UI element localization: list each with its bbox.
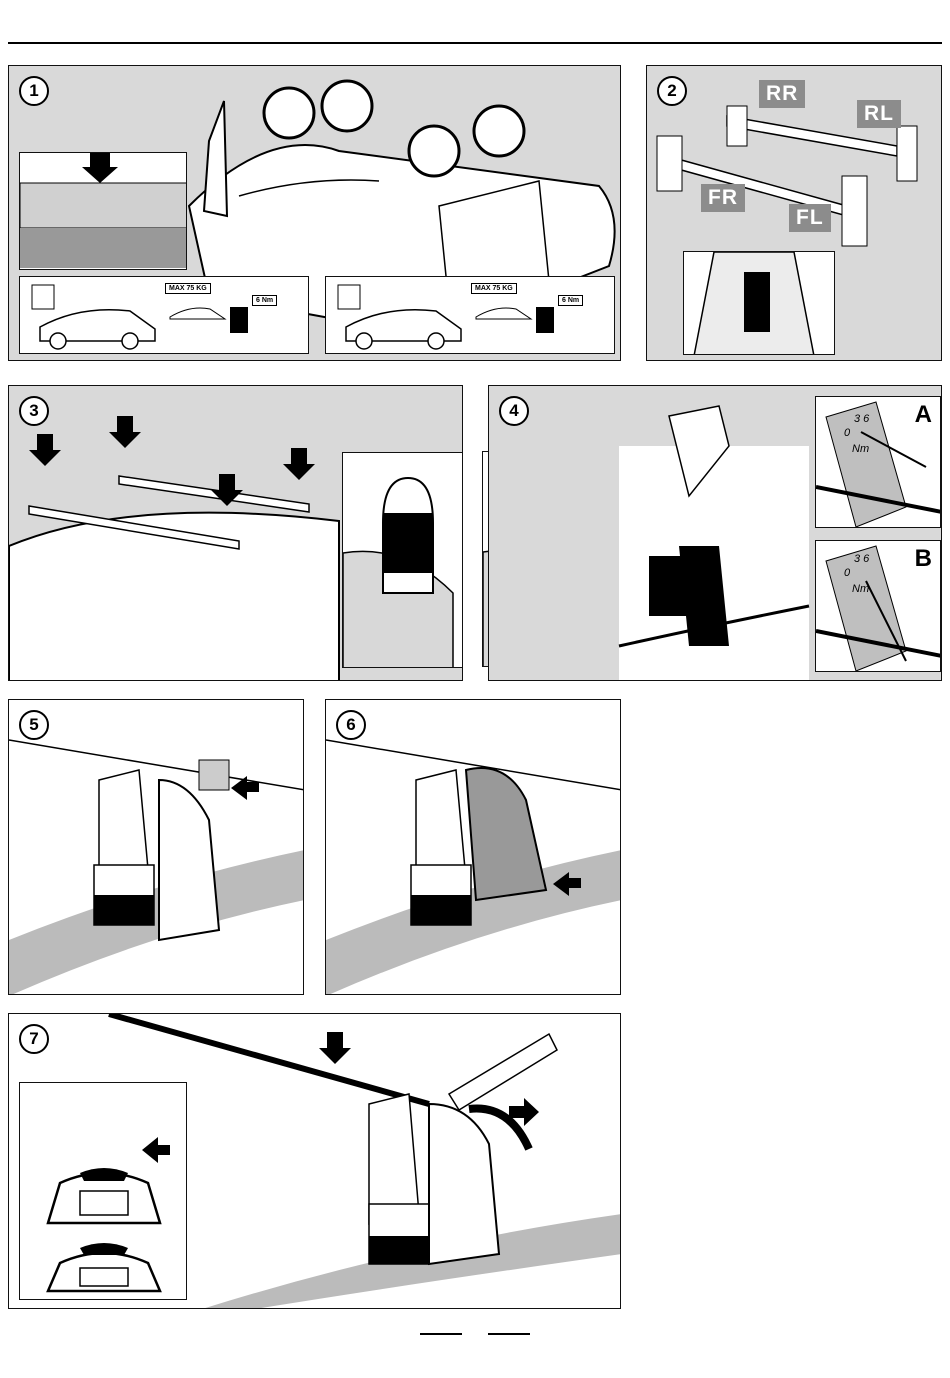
step-number: 5	[19, 710, 49, 740]
torque-label: 6 Nm	[252, 295, 277, 306]
step-3-panel: 3	[8, 385, 463, 681]
dial-zero-label: 0	[844, 567, 850, 579]
torque-dial-a-inset: A 3 6 0 Nm	[815, 396, 941, 528]
position-tag-rr: RR	[759, 80, 805, 108]
step-2-panel: 2 RR RL FR FL	[646, 65, 942, 361]
torque-dial-b-inset: B 3 6 0 Nm	[815, 540, 941, 672]
arrow-left-icon	[231, 776, 259, 800]
foot-pad-insert-illustration	[9, 700, 304, 995]
dial-zero-label: 0	[844, 427, 850, 439]
foot-detail-inset	[683, 251, 835, 355]
load-info-box-right: MAX 75 KG 6 Nm	[325, 276, 615, 354]
step-7-panel: 7	[8, 1013, 621, 1309]
step-number: 7	[19, 1024, 49, 1054]
arrow-down-icon	[82, 153, 118, 183]
dial-scale-label: 3 6	[854, 553, 869, 565]
load-info-box-left: MAX 75 KG 6 Nm	[19, 276, 309, 354]
step-1-panel: 1 MAX 75 KG 6 Nm MAX 75 KG 6 Nm	[8, 65, 621, 361]
arrow-down-icon	[283, 448, 315, 480]
cover-slide-illustration	[326, 700, 621, 995]
roof-point-circle	[474, 106, 524, 156]
position-tag-fr: FR	[701, 184, 745, 212]
header-rule	[8, 42, 942, 44]
roof-point-circle	[264, 88, 314, 138]
step-number: 2	[657, 76, 687, 106]
max-load-label: MAX 75 KG	[471, 283, 517, 294]
page-footer-rule	[420, 1333, 462, 1335]
clamp-detail-inset-before	[342, 452, 463, 668]
step-number: 3	[19, 396, 49, 426]
arrow-down-icon	[319, 1032, 351, 1064]
bar-profile-detail-inset	[19, 1082, 187, 1300]
step-6-panel: 6	[325, 699, 621, 995]
dial-unit-label: Nm	[852, 443, 869, 455]
arrow-left-icon	[142, 1137, 170, 1163]
roof-point-circle	[409, 126, 459, 176]
dial-unit-label: Nm	[852, 583, 869, 595]
roof-point-circle	[322, 81, 372, 131]
roof-rail-detail-inset	[19, 152, 187, 270]
max-load-label: MAX 75 KG	[165, 283, 211, 294]
step-number: 6	[336, 710, 366, 740]
step-4-panel: 4 A 3 6 0 Nm B 3 6 0 Nm	[488, 385, 942, 681]
page-footer-rule	[488, 1333, 530, 1335]
torque-label: 6 Nm	[558, 295, 583, 306]
step-5-panel: 5	[8, 699, 304, 995]
variant-label-b: B	[915, 545, 932, 573]
variant-label-a: A	[915, 401, 932, 429]
position-tag-rl: RL	[857, 100, 901, 128]
step-number: 4	[499, 396, 529, 426]
arrow-down-icon	[109, 416, 141, 448]
arrow-down-icon	[29, 434, 61, 466]
position-tag-fl: FL	[789, 204, 831, 232]
step-number: 1	[19, 76, 49, 106]
dial-scale-label: 3 6	[854, 413, 869, 425]
